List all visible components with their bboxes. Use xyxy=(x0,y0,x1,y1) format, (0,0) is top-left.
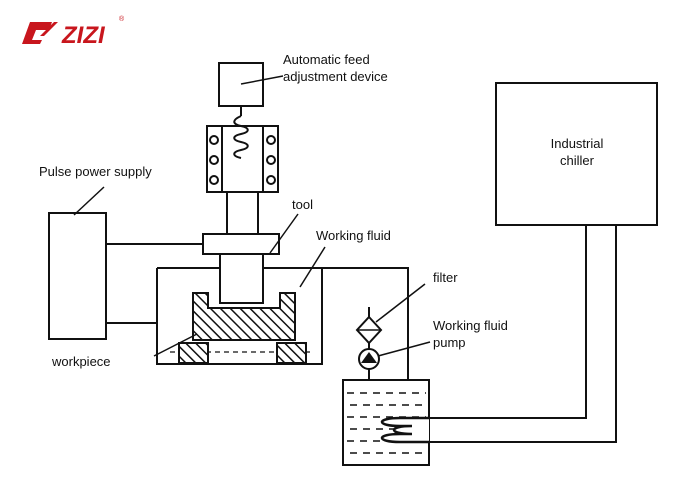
brand-logo-mark xyxy=(22,22,58,44)
bearing-ball xyxy=(266,135,276,145)
tool-label: tool xyxy=(292,197,313,212)
workpiece-leader-line xyxy=(153,333,198,357)
cooling-coil xyxy=(380,416,429,444)
spindle-housing xyxy=(206,125,279,193)
chiller-label-line2: chiller xyxy=(560,153,595,168)
workpiece xyxy=(192,292,296,341)
working-fluid-leader-line xyxy=(299,246,326,288)
industrial-chiller-box xyxy=(495,82,658,226)
feed-device-box xyxy=(218,62,264,107)
fluid-return-pipe xyxy=(322,267,409,380)
tool-assembly xyxy=(202,191,280,304)
chiller-pipe-return xyxy=(429,225,617,443)
chiller-pipe-outer xyxy=(429,225,587,419)
tool-electrode xyxy=(219,253,264,304)
pump-leader-line xyxy=(377,341,431,357)
pump-symbol-triangle xyxy=(361,352,377,363)
workpiece-label: workpiece xyxy=(51,354,111,369)
feed-device-leader-line xyxy=(240,75,284,85)
brand-logo: ZIZI ® xyxy=(22,15,125,49)
chiller-label-line1: Industrial xyxy=(551,136,604,151)
tool-holder-plate xyxy=(202,233,280,255)
work-tank xyxy=(156,267,323,365)
working-fluid-label: Working fluid xyxy=(316,228,391,243)
feed-device-label-line1: Automatic feed xyxy=(283,52,370,67)
bearing-ball xyxy=(209,175,219,185)
tool-shaft xyxy=(226,191,259,235)
pump-label-line1: Working fluid xyxy=(433,318,508,333)
workpiece-support-left xyxy=(178,342,209,364)
brand-registered-mark: ® xyxy=(119,15,125,23)
pulse-power-supply-box xyxy=(48,212,107,340)
feed-device-label-line2: adjustment device xyxy=(283,69,388,84)
spindle-housing-inner xyxy=(221,125,264,193)
feed-adjustment-device xyxy=(218,62,264,159)
bearing-ball xyxy=(266,155,276,165)
pulse-power-leader-line xyxy=(73,186,105,216)
pump-label-line2: pump xyxy=(433,335,466,350)
bearing-ball xyxy=(209,135,219,145)
feed-spring xyxy=(233,115,249,159)
pulse-power-label: Pulse power supply xyxy=(39,164,152,179)
workpiece-support-right xyxy=(276,342,307,364)
filter-label: filter xyxy=(433,270,458,285)
bearing-ball xyxy=(209,155,219,165)
brand-logo-text: ZIZI xyxy=(61,22,106,49)
filter-leader-line xyxy=(375,283,426,323)
bearing-ball xyxy=(266,175,276,185)
tool-leader-line xyxy=(269,213,299,254)
